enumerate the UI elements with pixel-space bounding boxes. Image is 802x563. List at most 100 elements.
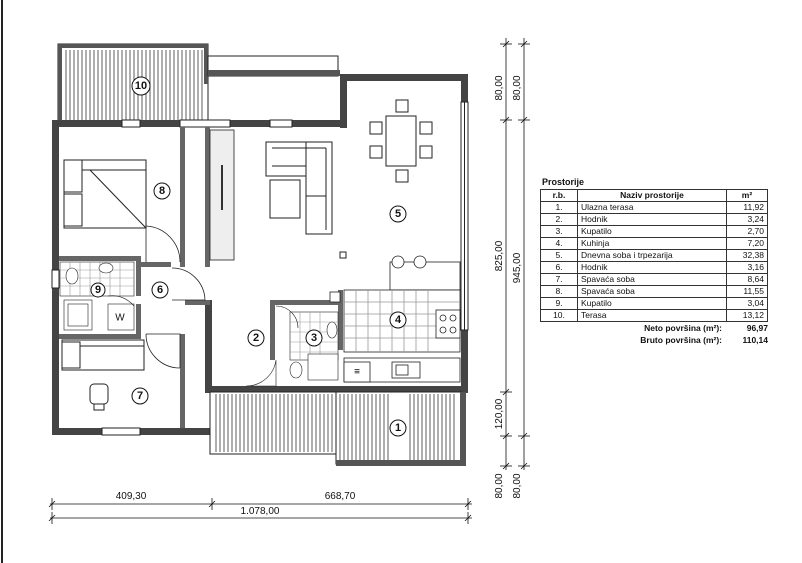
header-rb: r.b. <box>540 189 578 202</box>
room-9-label: 9 <box>95 284 101 296</box>
room-2-marker <box>247 329 265 347</box>
row-rb: 3. <box>540 225 578 238</box>
terrace-10 <box>57 43 340 123</box>
rooms-table-panel: Prostorije r.b. Naziv prostorije m² 1.Ul… <box>540 177 768 346</box>
dim-bottom-left: 409,30 <box>116 491 147 502</box>
row-area: 11,92 <box>726 201 768 214</box>
row-name: Spavaća soba <box>577 285 727 298</box>
row-name: Kupatilo <box>577 225 727 238</box>
row-rb: 4. <box>540 237 578 250</box>
room-6-label: 6 <box>157 284 163 296</box>
washing-machine-label: W <box>115 313 125 324</box>
row-name: Ulazna terasa <box>577 201 727 214</box>
neto-label: Neto površina (m²): <box>644 323 722 333</box>
row-rb: 1. <box>540 201 578 214</box>
room-4-marker <box>389 311 407 329</box>
row-rb: 10. <box>540 309 578 322</box>
area-totals: Neto površina (m²): 96,97 Bruto površina… <box>540 322 768 346</box>
bottom-dimensions <box>48 498 472 524</box>
fridge-label: ≡ <box>354 367 360 378</box>
sofa <box>265 141 333 235</box>
desk-chair <box>89 383 109 411</box>
room-2-label: 2 <box>253 332 259 344</box>
row-rb: 9. <box>540 297 578 310</box>
room-7-marker <box>131 387 149 405</box>
room-1-marker <box>389 419 407 437</box>
room-4-label: 4 <box>395 314 402 326</box>
bathroom-9 <box>59 261 135 331</box>
dim-bottom-right: 668,70 <box>325 491 356 502</box>
dim-right-mid: 825,00 <box>494 240 505 271</box>
row-name: Terasa <box>577 309 727 322</box>
dim-right-low: 120,00 <box>494 398 505 429</box>
dining-table <box>369 99 433 183</box>
terrace-1 <box>209 391 466 466</box>
row-rb: 7. <box>540 273 578 286</box>
room-5-label: 5 <box>395 208 401 220</box>
room-10-label: 10 <box>135 80 147 92</box>
row-area: 8,64 <box>726 273 768 286</box>
neto-row: Neto površina (m²): 96,97 <box>540 322 768 334</box>
header-name: Naziv prostorije <box>577 189 727 202</box>
room-8-label: 8 <box>159 185 165 197</box>
coffee-table <box>269 179 301 219</box>
row-rb: 6. <box>540 261 578 274</box>
door-room-7 <box>145 333 181 369</box>
single-bed <box>61 339 145 371</box>
room-10-marker <box>131 76 151 96</box>
row-name: Hodnik <box>577 213 727 226</box>
kitchen <box>329 255 461 383</box>
row-name: Dnevna soba i trpezarija <box>577 249 727 262</box>
row-area: 7,20 <box>726 237 768 250</box>
door-room-8 <box>145 225 206 301</box>
row-area: 3,24 <box>726 213 768 226</box>
wardrobe <box>209 129 235 261</box>
row-name: Hodnik <box>577 261 727 274</box>
dim-right-bot-b: 80,00 <box>512 473 523 498</box>
row-rb: 8. <box>540 285 578 298</box>
bathroom-3 <box>245 305 339 387</box>
row-area: 32,38 <box>726 249 768 262</box>
row-area: 3,04 <box>726 297 768 310</box>
row-name: Kupatilo <box>577 297 727 310</box>
row-name: Spavaća soba <box>577 273 727 286</box>
room-5-marker <box>389 205 407 223</box>
row-rb: 2. <box>540 213 578 226</box>
rooms-table: r.b. Naziv prostorije m² 1.Ulazna terasa… <box>540 189 768 322</box>
bruto-label: Bruto površina (m²): <box>640 335 722 345</box>
row-name: Kuhinja <box>577 237 727 250</box>
room-7-label: 7 <box>137 390 143 402</box>
dim-right-bot-a: 80,00 <box>494 473 505 498</box>
table-header-row: r.b. Naziv prostorije m² <box>540 189 768 202</box>
right-dimensions <box>500 38 530 470</box>
table-title: Prostorije <box>542 177 585 187</box>
neto-value: 96,97 <box>746 323 768 333</box>
room-1-label: 1 <box>395 422 401 434</box>
header-area: m² <box>726 189 768 202</box>
room-3-label: 3 <box>311 332 317 344</box>
bruto-value: 110,14 <box>742 335 768 345</box>
column-marker <box>339 251 347 259</box>
room-6-marker <box>151 281 169 299</box>
dim-right-total: 945,00 <box>512 252 523 283</box>
room-9-marker <box>90 282 106 298</box>
row-area: 11,55 <box>726 285 768 298</box>
windows <box>51 101 469 436</box>
exterior-walls <box>52 74 468 435</box>
row-area: 2,70 <box>726 225 768 238</box>
interior-walls <box>59 127 343 428</box>
double-bed <box>63 159 147 229</box>
room-3-marker <box>305 329 323 347</box>
room-labels <box>90 76 407 437</box>
row-rb: 5. <box>540 249 578 262</box>
